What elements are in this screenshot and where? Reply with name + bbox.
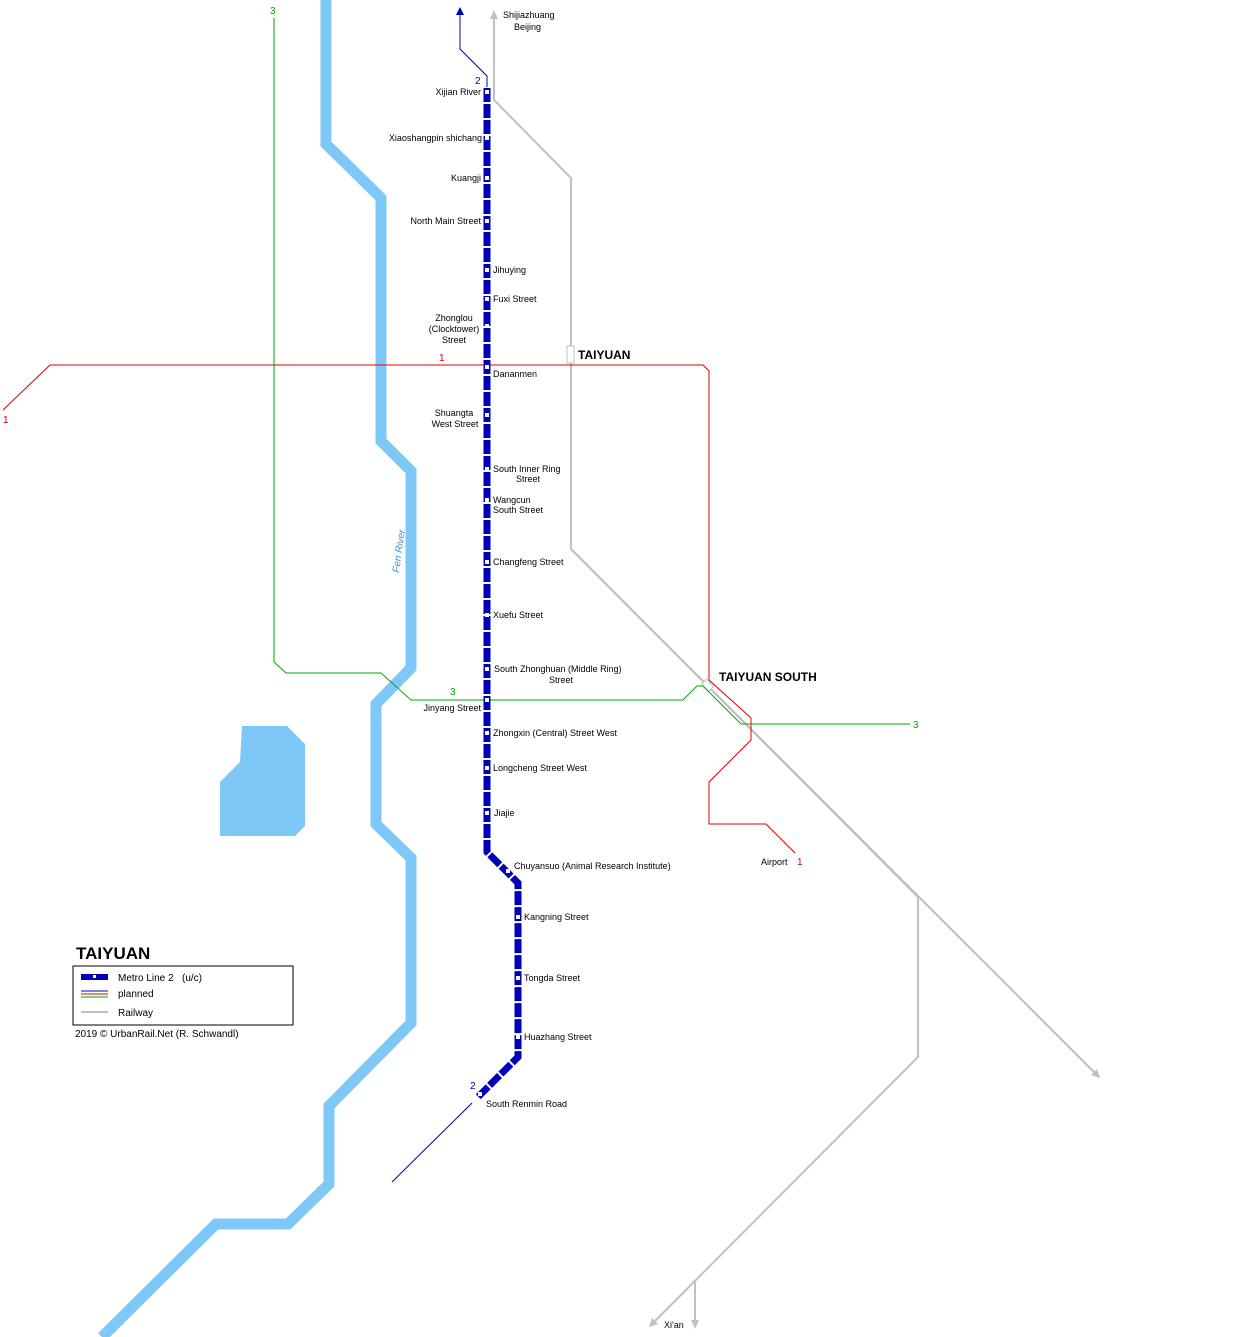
line-2-north-extension xyxy=(459,10,488,87)
line-2-north-number: 2 xyxy=(475,76,481,87)
railway-label-xian: Xi'an xyxy=(664,1320,684,1330)
line-1-airport-number: 1 xyxy=(797,857,803,868)
taiyuan-south-station-label: TAIYUAN SOUTH xyxy=(719,670,817,684)
fen-river xyxy=(98,0,417,1337)
line-3-planned xyxy=(273,18,910,725)
legend-metro-swatch xyxy=(81,974,108,980)
map-credit: 2019 © UrbanRail.Net (R. Schwandl) xyxy=(75,1029,239,1040)
station-tongda-street[interactable]: Tongda Street xyxy=(524,973,581,983)
line-1-mid-number: 1 xyxy=(439,353,445,364)
railway-arrow-southwest xyxy=(649,1318,658,1327)
station-south-renmin-road[interactable]: South Renmin Road xyxy=(486,1099,567,1109)
station-zhonglou-line1[interactable]: Zhonglou xyxy=(435,313,473,323)
station-jiajie[interactable]: Jiajie xyxy=(494,808,515,818)
station-changfeng-street[interactable]: Changfeng Street xyxy=(493,557,564,567)
station-zhonglou-line2[interactable]: (Clocktower) xyxy=(429,324,480,334)
railway-arrow-southeast xyxy=(1091,1069,1100,1078)
railway xyxy=(493,12,1100,1326)
station-longcheng-street-west[interactable]: Longcheng Street West xyxy=(493,763,587,773)
station-jinyang-street[interactable]: Jinyang Street xyxy=(423,703,481,713)
line-1-planned xyxy=(2,364,796,854)
station-shuangta-line1[interactable]: Shuangta xyxy=(435,408,474,418)
railway-arrow-north xyxy=(490,10,498,19)
station-shuangta-line2[interactable]: West Street xyxy=(432,419,479,429)
legend-box xyxy=(72,965,294,1026)
line-1-west-number: 1 xyxy=(3,415,9,426)
station-zhonglou-line3[interactable]: Street xyxy=(442,335,467,345)
metro-line-2 xyxy=(474,88,522,1101)
airport-label: Airport xyxy=(761,857,788,867)
railway-label-beijing: Beijing xyxy=(514,22,541,32)
line-2-south-extension xyxy=(391,1102,473,1183)
station-dananmen[interactable]: Dananmen xyxy=(493,369,537,379)
line-3-east-number: 3 xyxy=(913,720,919,731)
lake xyxy=(220,726,305,836)
railway-label-shijiazhuang: Shijiazhuang xyxy=(503,10,555,20)
legend-metro-label: Metro Line 2 xyxy=(118,973,174,984)
line-2-south-number: 2 xyxy=(470,1081,476,1092)
legend-planned-swatch xyxy=(81,990,108,998)
station-zhongxin-street-west[interactable]: Zhongxin (Central) Street West xyxy=(493,728,617,738)
station-south-zhonghuan-line2[interactable]: Street xyxy=(549,675,574,685)
station-huazhang-street[interactable]: Huazhang Street xyxy=(524,1032,592,1042)
legend-railway-label: Railway xyxy=(118,1008,153,1019)
station-wangcun-line1[interactable]: Wangcun xyxy=(493,495,531,505)
station-south-inner-ring-line2[interactable]: Street xyxy=(516,474,541,484)
legend-metro-note: (u/c) xyxy=(182,973,202,984)
map-title: TAIYUAN xyxy=(76,944,150,963)
railway-arrow-south xyxy=(691,1320,699,1329)
station-markers xyxy=(478,90,520,1096)
station-wangcun-line2[interactable]: South Street xyxy=(493,505,544,515)
station-north-main-street[interactable]: North Main Street xyxy=(410,216,481,226)
line-3-north-number: 3 xyxy=(270,6,276,17)
station-xijian-river[interactable]: Xijian River xyxy=(435,87,481,97)
station-chuyansuo[interactable]: Chuyansuo (Animal Research Institute) xyxy=(514,861,671,871)
taiyuan-station-label: TAIYUAN xyxy=(578,348,630,362)
station-jihuying[interactable]: Jihuying xyxy=(493,265,526,275)
taiyuan-station-icon xyxy=(566,345,575,364)
station-fuxi-street[interactable]: Fuxi Street xyxy=(493,294,537,304)
station-xuefu-street[interactable]: Xuefu Street xyxy=(493,610,544,620)
station-kuangji[interactable]: Kuangji xyxy=(451,173,481,183)
station-xiaoshangpin-shichang[interactable]: Xiaoshangpin shichang xyxy=(389,133,482,143)
station-south-inner-ring-line1[interactable]: South Inner Ring xyxy=(493,464,561,474)
station-kangning-street[interactable]: Kangning Street xyxy=(524,912,589,922)
legend-planned-label: planned xyxy=(118,989,154,1000)
line-2-north-arrow xyxy=(456,7,464,15)
line-3-mid-number: 3 xyxy=(450,687,456,698)
station-south-zhonghuan-line1[interactable]: South Zhonghuan (Middle Ring) xyxy=(494,664,622,674)
